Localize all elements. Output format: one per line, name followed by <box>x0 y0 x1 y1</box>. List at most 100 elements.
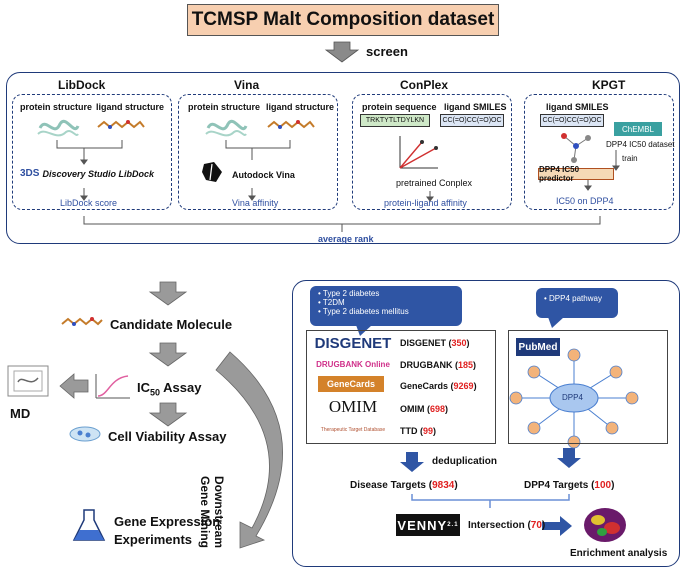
db-count: 185 <box>458 360 474 370</box>
ligand-structure-icon <box>97 120 145 129</box>
dpp4-targets-count: 100 <box>594 480 612 491</box>
kpgt-title: KPGT <box>592 78 626 92</box>
downstream-text-1: Downstream <box>212 476 226 549</box>
inner-down-arrows <box>80 150 620 202</box>
network-node <box>609 365 623 379</box>
libdock-panel <box>12 94 172 210</box>
kpgt-smiles: CC(=O)CC(=O)OC <box>542 117 602 124</box>
disgenet-logo-text: DISGENET <box>314 334 392 352</box>
screening-methods-frame <box>6 72 680 244</box>
disease-targets-count: 9834 <box>432 480 455 491</box>
vina-ligand-label: ligand structure <box>266 102 335 112</box>
conplex-panel <box>352 94 512 210</box>
vina-tool: Autodock Vina <box>232 170 295 180</box>
kpgt-smiles-box: CC(=O)CC(=O)OC <box>540 114 604 127</box>
target-mining-frame <box>292 280 680 567</box>
drugbank-logo: DRUGBANK Online <box>312 358 394 370</box>
kpgt-panel <box>524 94 674 210</box>
cell-viability-assay: Cell Viability Assay <box>108 429 227 444</box>
chembl-logo: ChEMBL <box>614 122 662 136</box>
libdock-output: LibDock score <box>60 198 118 208</box>
db-row-disgenet: DISGENET (350) <box>400 338 470 348</box>
ic50-assay-label: IC50 Assay <box>137 380 201 398</box>
conplex-protein-label: protein sequence <box>362 102 437 112</box>
libdock-tool: 3DS Discovery Studio LibDock <box>20 168 154 179</box>
dataset-title: TCMSP Malt Composition dataset <box>191 9 495 30</box>
libdock-title: LibDock <box>58 78 106 92</box>
vina-panel <box>178 94 338 210</box>
discovery-studio-icon: 3DS <box>20 168 40 179</box>
disease-term-2: • T2DM <box>318 298 345 307</box>
kpgt-dataset: DPP4 IC50 dataset <box>606 140 675 149</box>
enrichment-analysis-icon <box>584 508 626 542</box>
enrichment-label: Enrichment analysis <box>570 548 668 559</box>
database-box <box>306 330 496 444</box>
candidate-molecule: Candidate Molecule <box>110 317 233 332</box>
vina-title: Vina <box>234 78 260 92</box>
genecards-logo-text: GeneCards <box>326 379 376 389</box>
chembl-logo-text: ChEMBL <box>621 124 654 134</box>
network-node <box>605 421 619 435</box>
ligand-smiles-box: CC(=O)CC(=O)OC <box>440 114 504 127</box>
downstream-label: Downstream Gene Mining <box>198 476 226 548</box>
dpp4-center-node <box>549 383 599 413</box>
callout-tail <box>548 317 564 328</box>
molecular-graph-icon <box>561 133 591 163</box>
cell-viability-icon <box>69 426 101 442</box>
disgenet-logo: DISGENET <box>312 334 394 352</box>
omim-logo-text: OMIM <box>328 397 378 416</box>
deduplication-label: deduplication <box>432 456 497 467</box>
db-row-drugbank: DRUGBANK (185) <box>400 360 477 370</box>
db-row-omim: OMIM (698) <box>400 404 449 414</box>
average-rank: average rank <box>318 234 374 244</box>
venny-version: 2.1 <box>447 522 459 528</box>
network-node <box>567 348 581 362</box>
ligand-structure-icon <box>267 120 315 129</box>
flask-icon <box>72 509 106 541</box>
screen-label: screen <box>366 44 408 59</box>
venny-logo-text: VENNY <box>397 517 448 533</box>
pubmed-box <box>508 330 668 444</box>
disease-targets: Disease Targets (9834) <box>350 480 458 491</box>
libdock-ligand-label: ligand structure <box>96 102 165 112</box>
network-node <box>527 365 541 379</box>
protein-structure-icon <box>205 120 248 137</box>
db-count: 9269 <box>453 381 474 391</box>
pubmed-logo: PubMed <box>516 338 560 356</box>
network-node <box>625 391 639 405</box>
dpp4-predictor: DPP4 IC50 predictor <box>539 165 580 183</box>
libdock-tool-label: Discovery Studio LibDock <box>42 168 154 179</box>
genecards-logo: GeneCards <box>318 376 384 392</box>
dpp4-predictor-box: DPP4 IC50 predictor <box>538 165 614 183</box>
protein-sequence: TRKTYTLTDYLKN <box>365 117 425 124</box>
vina-output: Vina affinity <box>232 198 279 208</box>
db-count: 698 <box>430 404 446 414</box>
protein-sequence-box: TRKTYTLTDYLKN <box>360 114 430 127</box>
dpp4-node-label: DPP4 <box>562 393 583 402</box>
blue-arrows <box>400 448 581 536</box>
dpp4-targets: DPP4 Targets (100) <box>524 480 615 491</box>
kpgt-ligand-label: ligand SMILES <box>546 102 609 112</box>
left-flow-arrows <box>59 281 188 427</box>
conplex-output: protein-ligand affinity <box>384 198 467 208</box>
network-node <box>527 421 541 435</box>
protein-structure-icon <box>37 120 80 137</box>
md-simulation-icon <box>7 365 49 397</box>
db-count: 99 <box>423 426 434 436</box>
libdock-protein-label: protein structure <box>20 102 93 112</box>
omim-logo: OMIM <box>312 397 394 417</box>
network-node <box>567 435 581 449</box>
embedding-space-icon <box>399 136 438 169</box>
network-node <box>509 391 523 405</box>
screen-arrow <box>324 41 360 63</box>
downstream-text-2: Gene Mining <box>198 476 212 548</box>
ic50-main: IC <box>137 380 150 395</box>
conplex-title: ConPlex <box>400 78 449 92</box>
drugbank-logo-text: DRUGBANK Online <box>316 359 390 369</box>
ic50-sub: 50 <box>150 387 161 398</box>
disease-callout: • Type 2 diabetes • T2DM • Type 2 diabet… <box>310 286 462 326</box>
disease-term-3: • Type 2 diabetes mellitus <box>318 307 409 316</box>
kpgt-train: train <box>622 154 638 163</box>
ic50-tail: Assay <box>163 380 202 395</box>
